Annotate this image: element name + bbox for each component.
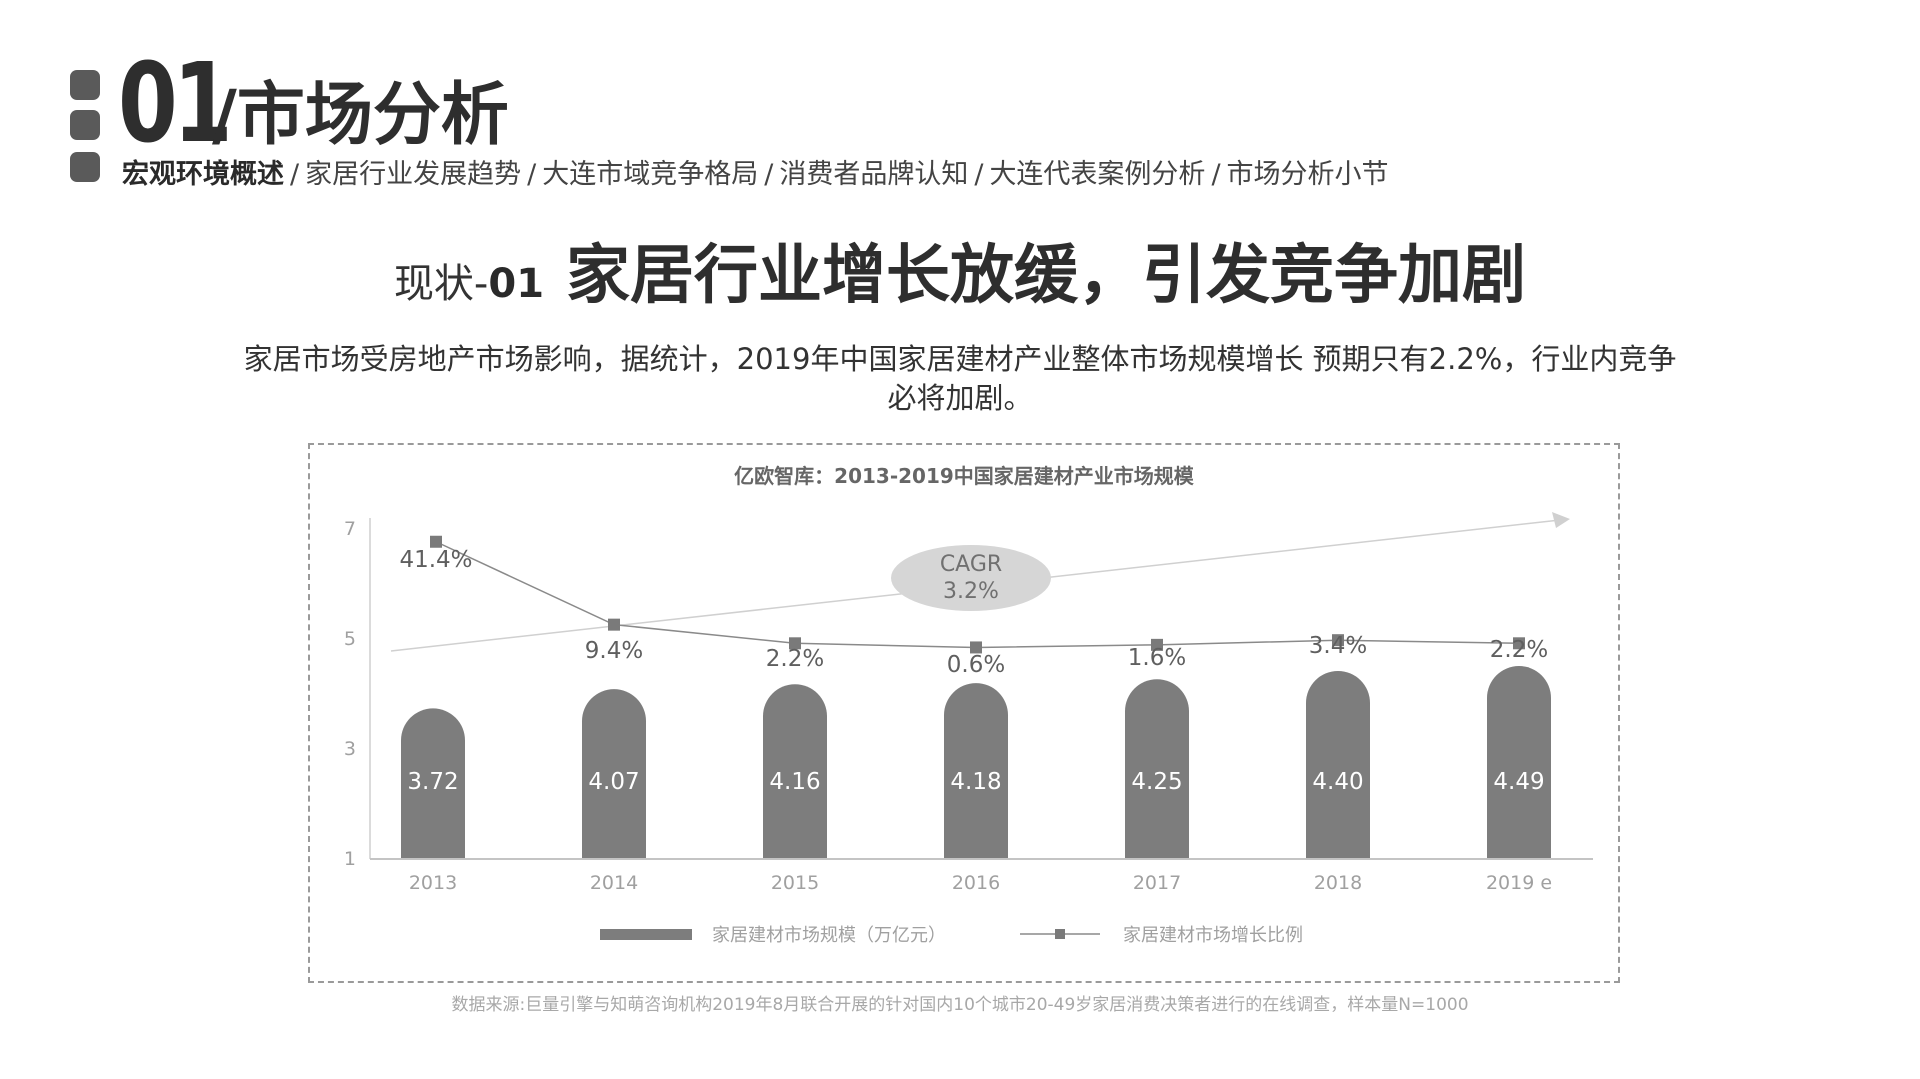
growth-label-2017: 1.6% — [1128, 645, 1186, 671]
growth-label-2018: 3.4% — [1309, 633, 1367, 659]
x-tick-label-2018: 2018 — [1314, 872, 1362, 894]
growth-label-2014: 9.4% — [585, 638, 643, 664]
bar-value-label-2015: 4.16 — [769, 769, 820, 795]
bar-value-label-2013: 3.72 — [407, 769, 458, 795]
nav-item-3[interactable]: 大连市域竞争格局 — [542, 159, 759, 190]
y-tick-label-7: 7 — [344, 518, 356, 540]
description-text: 家居市场受房地产市场影响，据统计，2019年中国家居建材产业整体市场规模增长 预… — [243, 342, 1677, 415]
x-tick-label-2016: 2016 — [952, 872, 1000, 894]
nav-item-6[interactable]: 市场分析小节 — [1226, 159, 1389, 190]
nav-separator: / — [527, 159, 537, 190]
cagr-label: CAGR — [940, 552, 1002, 577]
x-tick-label-2015: 2015 — [771, 872, 819, 894]
nav-item-1[interactable]: 宏观环境概述 — [122, 159, 284, 190]
growth-label-2015: 2.2% — [766, 646, 824, 672]
legend-bar-swatch — [600, 929, 692, 940]
nav-separator: / — [290, 159, 300, 190]
growth-label-2019 e: 2.2% — [1490, 637, 1548, 663]
growth-marker-2015 — [789, 637, 801, 650]
x-tick-label-2013: 2013 — [409, 872, 457, 894]
source-note: 数据来源:巨量引擎与知萌咨询机构2019年8月联合开展的针对国内10个城市20-… — [451, 995, 1469, 1015]
growth-marker-2019 e — [1513, 637, 1525, 650]
growth-label-2013: 41.4% — [399, 547, 472, 573]
breadcrumb-nav: 宏观环境概述/家居行业发展趋势/大连市域竞争格局/消费者品牌认知/大连代表案例分… — [122, 158, 1389, 192]
market-size-chart: 亿欧智库：2013-2019中国家居建材产业市场规模 1 3 5 7 3.72 4.07 4.… — [344, 464, 1593, 946]
legend-line-label: 家居建材市场增长比例 — [1123, 925, 1303, 946]
bar-2016 — [944, 683, 1008, 858]
growth-label-2016: 0.6% — [947, 652, 1005, 678]
legend-line-marker — [1055, 929, 1065, 939]
headline-title: 家居行业增长放缓，引发竞争加剧 — [566, 239, 1527, 313]
decor-square-3 — [70, 152, 100, 182]
growth-marker-2016 — [970, 641, 982, 654]
chart-title: 亿欧智库：2013-2019中国家居建材产业市场规模 — [734, 464, 1195, 488]
growth-marker-2018 — [1332, 634, 1344, 647]
y-tick-label-5: 5 — [344, 628, 356, 650]
headline-tag: 现状- — [393, 261, 489, 307]
nav-separator: / — [974, 159, 984, 190]
growth-marker-2017 — [1151, 638, 1163, 651]
decor-square-1 — [70, 70, 100, 100]
x-tick-label-2017: 2017 — [1133, 872, 1181, 894]
y-tick-label-3: 3 — [344, 738, 356, 760]
x-tick-label-2014: 2014 — [590, 872, 638, 894]
section-number: 01 — [118, 39, 233, 167]
section-title: /市场分析 — [212, 76, 509, 155]
nav-item-2[interactable]: 家居行业发展趋势 — [305, 159, 522, 190]
growth-marker-2014 — [608, 618, 620, 631]
nav-item-4[interactable]: 消费者品牌认知 — [779, 159, 969, 190]
growth-marker-2013 — [430, 535, 442, 548]
cagr-ellipse — [891, 545, 1051, 611]
headline-tag-number: 01 — [488, 261, 545, 307]
bar-value-label-2014: 4.07 — [588, 769, 639, 795]
bar-value-label-2016: 4.18 — [950, 769, 1001, 795]
bar-value-label-2018: 4.40 — [1312, 769, 1363, 795]
chart-frame — [308, 443, 1620, 983]
cagr-value: 3.2% — [943, 579, 999, 604]
nav-separator: / — [764, 159, 774, 190]
trend-arrow-head — [1552, 512, 1570, 528]
nav-separator: / — [1211, 159, 1221, 190]
nav-item-5[interactable]: 大连代表案例分析 — [989, 159, 1206, 190]
bar-2018 — [1306, 671, 1370, 858]
bar-value-label-2019 e: 4.49 — [1493, 769, 1544, 795]
y-tick-label-1: 1 — [344, 848, 356, 870]
bar-2019 e — [1487, 666, 1551, 858]
bar-2017 — [1125, 679, 1189, 858]
bar-2013 — [401, 708, 465, 858]
legend-bar-label: 家居建材市场规模（万亿元） — [712, 925, 946, 946]
bar-value-label-2017: 4.25 — [1131, 769, 1182, 795]
x-tick-label-2019 e: 2019 e — [1486, 872, 1552, 894]
bar-2015 — [763, 684, 827, 858]
decor-square-2 — [70, 110, 100, 140]
headline: 现状-01 家居行业增长放缓，引发竞争加剧 — [0, 240, 1920, 328]
bar-2014 — [582, 689, 646, 858]
